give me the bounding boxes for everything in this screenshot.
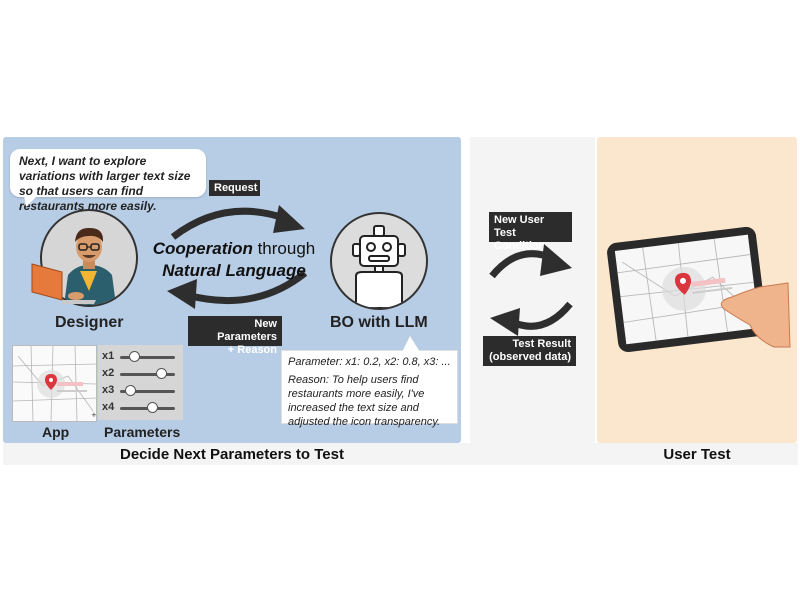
parameter-slider-x4[interactable]: x4 — [98, 400, 183, 417]
slider-track[interactable] — [120, 373, 175, 376]
parameter-slider-x3[interactable]: x3 — [98, 383, 183, 400]
designer-speech-bubble: Next, I want to explore variations with … — [10, 149, 206, 213]
slider-track[interactable] — [120, 356, 175, 359]
reason-text: Reason: To help users find restaurants m… — [288, 374, 441, 428]
bo-llm-label: BO with LLM — [330, 314, 428, 331]
slider-knob[interactable] — [147, 402, 158, 413]
hand-icon — [720, 282, 791, 348]
reason-tail-icon — [402, 336, 420, 352]
caption-right: User Test — [663, 446, 731, 463]
caption-strip — [3, 443, 798, 465]
slider-track[interactable] — [120, 390, 175, 393]
slider-knob[interactable] — [156, 368, 167, 379]
cooperation-cycle-arrows — [167, 205, 308, 309]
designer-speech-text: Next, I want to explore variations with … — [19, 154, 191, 213]
caption-left: Decide Next Parameters to Test — [120, 446, 344, 463]
cooperation-title: Cooperation through Natural Language — [148, 238, 320, 282]
app-thumbnail: + — [12, 345, 97, 422]
slider-label: x4 — [102, 401, 115, 413]
slider-knob[interactable] — [129, 351, 140, 362]
slider-knob[interactable] — [124, 385, 136, 396]
parameter-sliders-panel: x1 x2 x3 x4 — [98, 345, 183, 420]
cooperation-rest: through — [252, 239, 316, 258]
tablet-illustration — [607, 226, 791, 353]
slider-label: x3 — [102, 384, 115, 396]
map-icon: + — [12, 345, 97, 422]
bo-llm-avatar — [330, 212, 428, 310]
slider-label: x1 — [102, 350, 115, 362]
arrow-right-head-icon — [273, 205, 305, 233]
loop-arrow-left-head-icon — [490, 308, 520, 336]
app-label: App — [42, 424, 70, 440]
robot-icon — [352, 225, 406, 308]
designer-label: Designer — [55, 314, 124, 331]
slider-label: x2 — [102, 367, 115, 379]
llm-reason-box: Parameter: x1: 0.2, x2: 0.8, x3: ... Rea… — [281, 350, 458, 428]
laptop-icon — [31, 263, 96, 304]
new-parameters-tag: New Parameters + Reason — [188, 316, 282, 356]
loop-panel — [470, 137, 595, 443]
loop-arrow-right-head-icon — [540, 244, 572, 276]
user-test-cycle-arrows — [489, 244, 573, 336]
arrow-left-head-icon — [167, 279, 197, 309]
cooperation-bold: Cooperation — [152, 239, 253, 258]
parameter-slider-x1[interactable]: x1 — [98, 349, 183, 366]
natural-language: Natural Language — [162, 261, 306, 280]
svg-text:+: + — [91, 411, 96, 419]
parameters-label: Parameters — [104, 424, 181, 440]
test-result-tag: Test Result (observed data) — [483, 336, 576, 366]
new-condition-tag: New User Test Condition — [489, 212, 572, 252]
parameter-slider-x2[interactable]: x2 — [98, 366, 183, 383]
speech-tail-icon — [24, 195, 38, 207]
parameter-line: Parameter: x1: 0.2, x2: 0.8, x3: ... — [288, 356, 451, 368]
request-tag: Request — [209, 180, 260, 196]
